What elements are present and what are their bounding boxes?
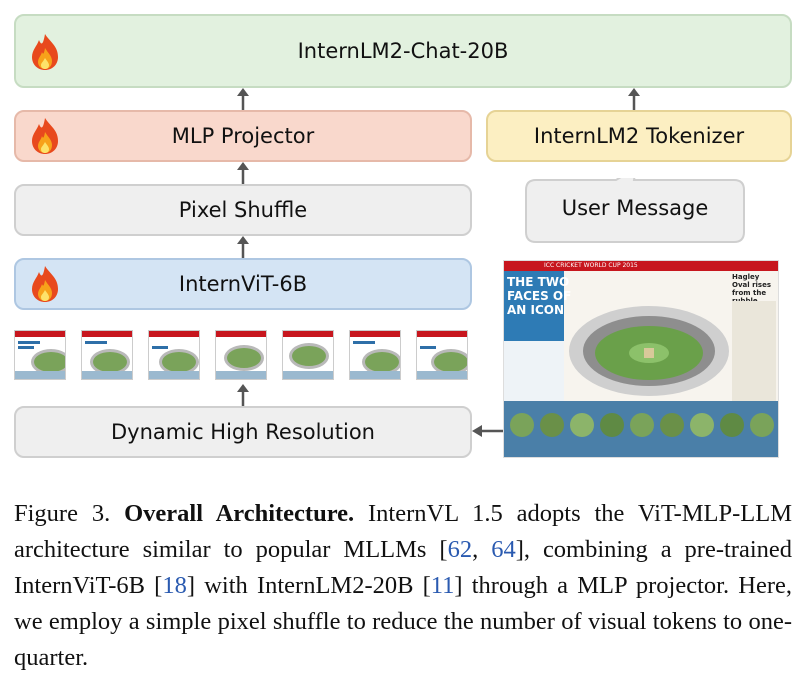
caption-text-3: ], combining a pre-trained InternViT-6B … (14, 536, 793, 599)
user-message-bubble (525, 178, 745, 243)
poster-headline-2: FACES OF (507, 289, 572, 303)
llm-box: InternLM2-Chat-20B (14, 14, 792, 88)
dynamic-high-resolution-label: Dynamic High Resolution (111, 420, 375, 444)
stadium-illustration (569, 306, 729, 396)
vit-label: InternViT-6B (178, 272, 308, 296)
vit-box: InternViT-6B (14, 258, 472, 310)
dynamic-to-tiles-arrow (237, 384, 249, 406)
caption-text-1: InternVL 1.5 adopts the ViT-MLP-LLM arch… (14, 500, 793, 563)
tokenizer-box: InternLM2 Tokenizer (486, 110, 792, 162)
image-to-dynamic-arrow (472, 425, 504, 437)
poster-headline-3: AN ICON (507, 303, 565, 317)
image-tile (416, 330, 468, 380)
image-tile (148, 330, 200, 380)
figure-caption: Figure 3. Overall Architecture. InternVL… (14, 496, 792, 676)
pixel-shuffle-box: Pixel Shuffle (14, 184, 472, 236)
citation-link[interactable]: 64 (491, 536, 516, 563)
projector-to-llm-arrow (237, 88, 249, 110)
mlp-projector-box: MLP Projector (14, 110, 472, 162)
image-tile (282, 330, 334, 380)
shuffle-to-projector-arrow (237, 162, 249, 184)
caption-text-4: ] with InternLM2-20B [ (186, 572, 431, 599)
llm-label: InternLM2-Chat-20B (297, 39, 509, 63)
user-message-label: User Message (561, 196, 709, 220)
caption-title: Overall Architecture. (124, 500, 355, 527)
vit-to-shuffle-arrow (237, 236, 249, 258)
citation-link[interactable]: 18 (162, 572, 187, 599)
image-tile (81, 330, 133, 380)
tokenizer-label: InternLM2 Tokenizer (533, 124, 745, 148)
poster-headline-1: THE TWO (507, 275, 570, 289)
caption-text-2: , (472, 536, 492, 563)
fire-icon (32, 266, 58, 302)
figure-label: Figure 3. (14, 500, 111, 527)
input-image: ICC CRICKET WORLD CUP 2015 THE TWO FACES… (503, 260, 779, 458)
caption-text-5: ] through a MLP projector. Here, we empl… (14, 572, 792, 671)
image-tile (215, 330, 267, 380)
poster-banner: ICC CRICKET WORLD CUP 2015 (544, 262, 638, 269)
mlp-projector-label: MLP Projector (171, 124, 315, 148)
fire-icon (32, 34, 58, 70)
tokenizer-to-llm-arrow (628, 88, 640, 110)
dynamic-high-resolution-box: Dynamic High Resolution (14, 406, 472, 458)
citation-link[interactable]: 62 (447, 536, 473, 563)
image-tile (14, 330, 66, 380)
pixel-shuffle-label: Pixel Shuffle (178, 198, 308, 222)
citation-link[interactable]: 11 (430, 572, 455, 599)
fire-icon (32, 118, 58, 154)
image-tile (349, 330, 401, 380)
